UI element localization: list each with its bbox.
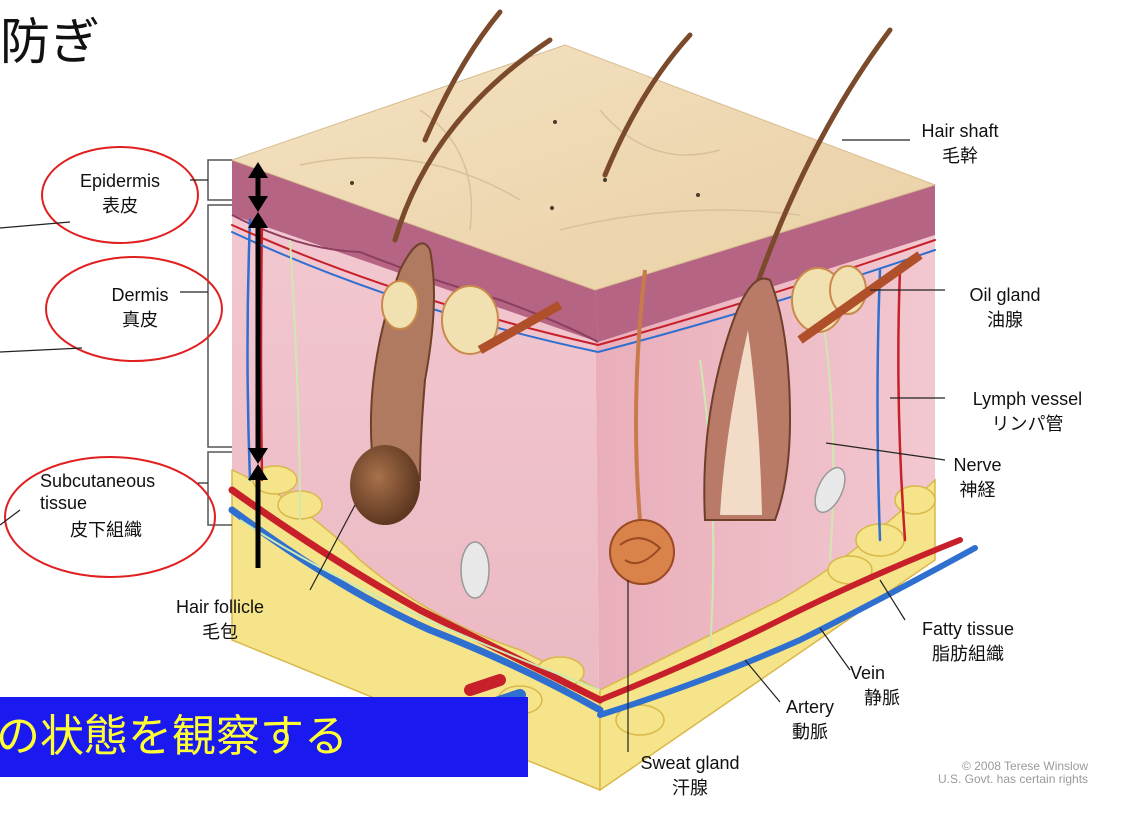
dermis-en: Dermis: [80, 282, 200, 308]
hair-shaft-label: Hair shaft 毛幹: [905, 118, 1015, 170]
hair-follicle-en: Hair follicle: [150, 594, 290, 620]
subcutaneous-en1: Subcutaneous: [40, 470, 210, 492]
nerve-label: Nerve 神経: [935, 452, 1020, 504]
fatty-tissue-en: Fatty tissue: [898, 616, 1038, 642]
sweat-gland-ja: 汗腺: [620, 776, 760, 802]
nerve-ja: 神経: [935, 478, 1020, 504]
dermis-label: Dermis 真皮: [80, 282, 200, 334]
sweat-gland-en: Sweat gland: [620, 750, 760, 776]
epidermis-label: Epidermis 表皮: [60, 168, 180, 220]
dermis-ja: 真皮: [80, 308, 200, 334]
page-title-fragment: 防ぎ: [0, 2, 100, 74]
epidermis-ja: 表皮: [60, 194, 180, 220]
vein-ja: 静脈: [850, 686, 930, 712]
lymph-vessel-ja: リンパ管: [945, 412, 1110, 438]
lymph-vessel-en: Lymph vessel: [945, 386, 1110, 412]
subcutaneous-label: Subcutaneous tissue 皮下組織: [40, 470, 210, 542]
hair-shaft-ja: 毛幹: [905, 144, 1015, 170]
credit-line-2: U.S. Govt. has certain rights: [938, 773, 1088, 786]
epidermis-en: Epidermis: [60, 168, 180, 194]
oil-gland-label: Oil gland 油腺: [945, 282, 1065, 334]
artery-ja: 動脈: [770, 720, 850, 746]
nerve-en: Nerve: [935, 452, 1020, 478]
hair-follicle-ja: 毛包: [150, 620, 290, 646]
subcutaneous-ja: 皮下組織: [40, 520, 210, 542]
hair-follicle-label: Hair follicle 毛包: [150, 594, 290, 646]
sweat-gland-label: Sweat gland 汗腺: [620, 750, 760, 802]
caption-banner: の状態を観察する: [0, 697, 528, 777]
subcutaneous-en2: tissue: [40, 492, 210, 514]
artery-label: Artery 動脈: [770, 694, 850, 746]
vein-en: Vein: [850, 660, 930, 686]
oil-gland-en: Oil gland: [945, 282, 1065, 308]
copyright-credit: © 2008 Terese Winslow U.S. Govt. has cer…: [938, 760, 1088, 786]
layer-brackets: [208, 160, 232, 525]
oil-gland-ja: 油腺: [945, 308, 1065, 334]
hair-shaft-en: Hair shaft: [905, 118, 1015, 144]
vein-label: Vein 静脈: [850, 660, 930, 712]
lymph-vessel-label: Lymph vessel リンパ管: [945, 386, 1110, 438]
artery-en: Artery: [770, 694, 850, 720]
